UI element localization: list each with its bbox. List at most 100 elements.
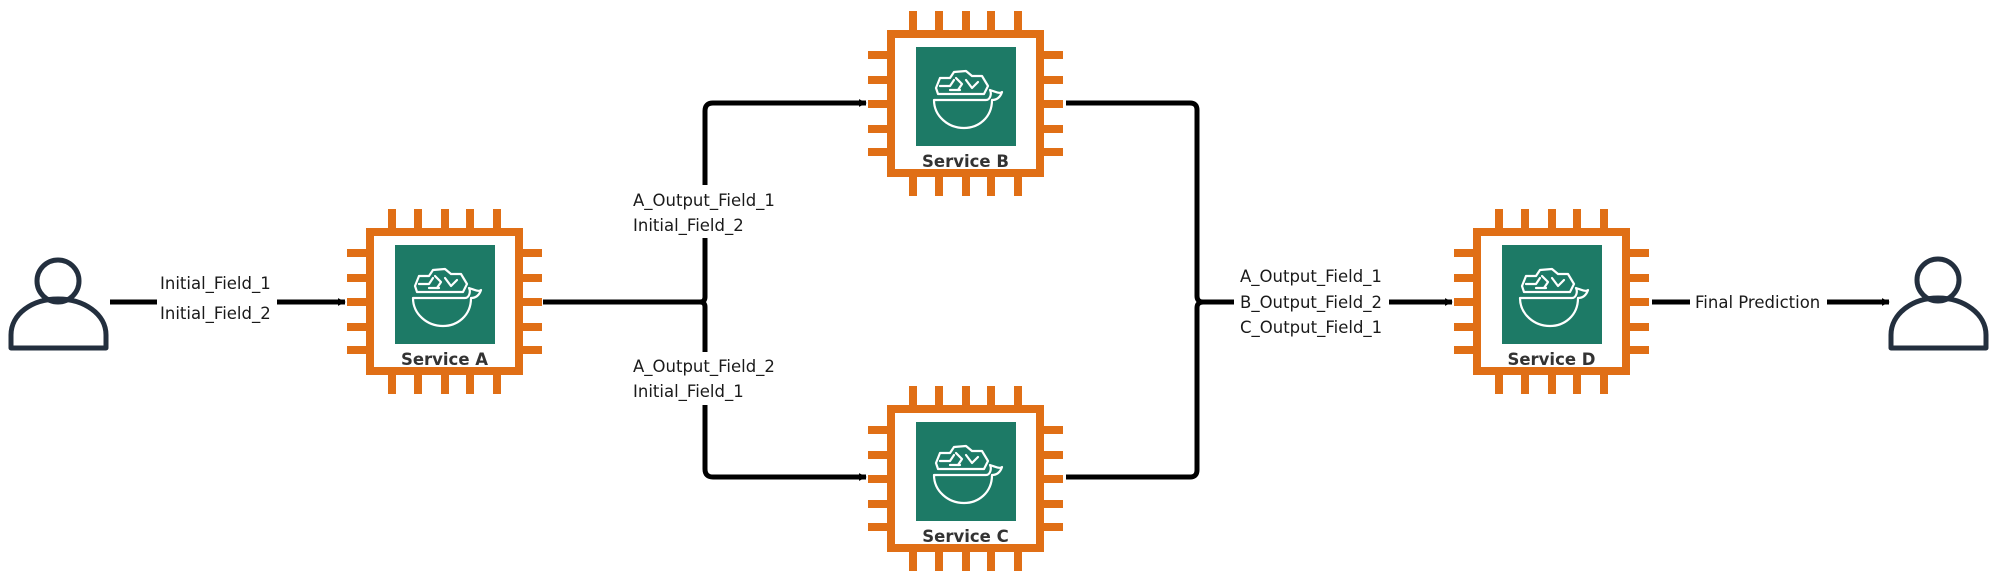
chip-pin (868, 426, 889, 434)
chip-pin (1014, 386, 1022, 407)
chip-pin (909, 11, 917, 32)
chip-pin (414, 209, 422, 230)
chip-pin (441, 209, 449, 230)
chip-pin (962, 11, 970, 32)
chip-pin (441, 373, 449, 394)
chip-pin (868, 125, 889, 133)
chip-pin (1042, 451, 1063, 459)
edge-a-to-b-arrow (702, 99, 867, 185)
chip-pin (909, 386, 917, 407)
chip-pin (868, 523, 889, 531)
edge-labels: Initial_Field_1 Initial_Field_2 A_Output… (160, 191, 1820, 402)
connectors (110, 99, 1890, 481)
chip-pin (1014, 175, 1022, 196)
chip-pin (347, 346, 368, 354)
edge-bc-to-d-label-2: B_Output_Field_2 (1240, 293, 1382, 313)
edge-c-to-merge (1066, 299, 1204, 480)
chip-pin (1042, 475, 1063, 483)
chip-pin (1628, 323, 1649, 331)
chip-pin (347, 249, 368, 257)
chip-pin (347, 323, 368, 331)
chip-pin (521, 274, 542, 282)
edge-a-to-c-upper (699, 299, 708, 352)
edge-a-to-b-label-2: Initial_Field_2 (633, 216, 744, 236)
chip-pin (987, 550, 995, 571)
chip-pin (1600, 373, 1608, 394)
service-d-label: Service D (1507, 350, 1595, 369)
chip-pin (521, 346, 542, 354)
chip-pin (987, 386, 995, 407)
chip-pin (1042, 125, 1063, 133)
service-a-node[interactable]: Service A (347, 209, 542, 394)
chip-pin (493, 373, 501, 394)
chip-pin (388, 373, 396, 394)
edge-bc-to-d-label-3: C_Output_Field_1 (1240, 318, 1382, 338)
chip-pin (935, 550, 943, 571)
chip-pin (1600, 209, 1608, 230)
edge-a-to-c-label-1: A_Output_Field_2 (633, 357, 775, 377)
chip-pin (466, 373, 474, 394)
chip-pin (935, 11, 943, 32)
edge-a-to-c-arrow (702, 405, 867, 481)
chip-pin (1521, 209, 1529, 230)
chip-pin (868, 148, 889, 156)
service-c-node[interactable]: Service C (868, 386, 1063, 571)
chip-pin (1042, 51, 1063, 59)
chip-pin (1628, 249, 1649, 257)
service-b-label: Service B (922, 152, 1009, 171)
chip-pin (868, 76, 889, 84)
chip-pin (347, 298, 368, 306)
chip-pin (935, 175, 943, 196)
chip-pin (1495, 209, 1503, 230)
chip-pin (909, 550, 917, 571)
chip-pin (1042, 523, 1063, 531)
edge-user-to-a-label-1: Initial_Field_1 (160, 274, 271, 294)
chip-pin (1454, 298, 1475, 306)
chip-pin (935, 386, 943, 407)
chip-pin (521, 298, 542, 306)
chip-pin (1628, 274, 1649, 282)
chip-pin (1042, 426, 1063, 434)
chip-pin (493, 209, 501, 230)
chip-pin (868, 51, 889, 59)
chip-pin (521, 249, 542, 257)
chip-pin (1014, 11, 1022, 32)
chip-pin (1014, 550, 1022, 571)
edge-bc-to-d-label-1: A_Output_Field_1 (1240, 267, 1382, 287)
service-b-node[interactable]: Service B (868, 11, 1063, 196)
chip-pin (466, 209, 474, 230)
chip-pin (1573, 209, 1581, 230)
chip-pin (1521, 373, 1529, 394)
edge-a-to-b-label-1: A_Output_Field_1 (633, 191, 775, 211)
chip-pin (1454, 346, 1475, 354)
chip-pin (1628, 298, 1649, 306)
chip-pin (1454, 323, 1475, 331)
chip-pin (1042, 500, 1063, 508)
output-user-icon (1888, 256, 1989, 351)
chip-pin (868, 500, 889, 508)
chip-pin (868, 100, 889, 108)
chip-pin (1573, 373, 1581, 394)
chip-pin (1454, 249, 1475, 257)
edge-a-to-c-label-2: Initial_Field_1 (633, 382, 744, 402)
chip-pin (987, 175, 995, 196)
edge-a-to-b-lower (699, 238, 708, 305)
edge-d-to-user-label: Final Prediction (1695, 293, 1820, 312)
chip-pin (1628, 346, 1649, 354)
chip-pin (962, 175, 970, 196)
chip-pin (1548, 373, 1556, 394)
chip-pin (868, 475, 889, 483)
service-d-node[interactable]: Service D (1454, 209, 1649, 394)
chip-pin (521, 323, 542, 331)
chip-pin (414, 373, 422, 394)
chip-pin (1042, 100, 1063, 108)
chip-pin (962, 550, 970, 571)
chip-pin (347, 274, 368, 282)
edge-user-to-a-label-2: Initial_Field_2 (160, 304, 271, 324)
chip-pin (1548, 209, 1556, 230)
input-user-icon (8, 257, 109, 351)
chip-pin (1454, 274, 1475, 282)
chip-pin (987, 11, 995, 32)
chip-pin (1495, 373, 1503, 394)
